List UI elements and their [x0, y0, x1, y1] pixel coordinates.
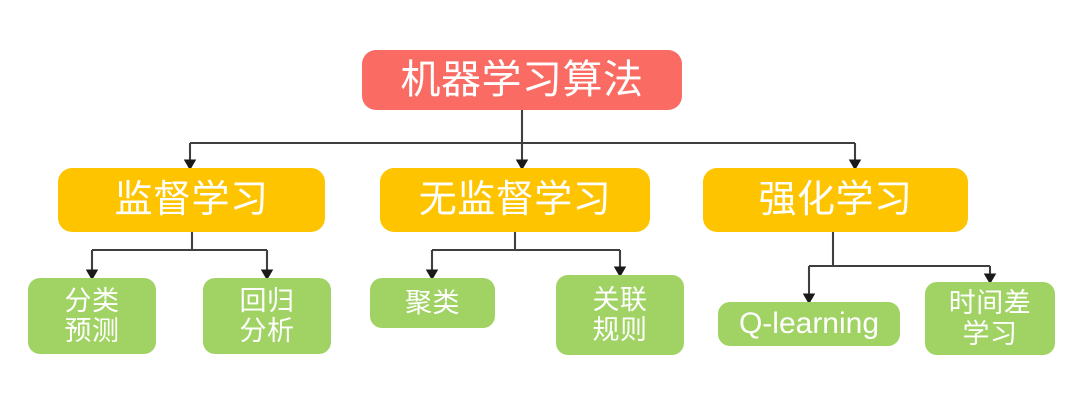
node-leaf-q-learning[interactable]: Q-learning: [718, 302, 900, 346]
node-branch-reinforcement-learning[interactable]: 强化学习: [703, 168, 968, 232]
node-leaf-clustering[interactable]: 聚类: [370, 278, 495, 328]
node-leaf-classification-prediction[interactable]: 分类 预测: [28, 278, 156, 354]
node-root-machine-learning-algorithms[interactable]: 机器学习算法: [362, 50, 682, 110]
node-branch-unsupervised-learning[interactable]: 无监督学习: [380, 168, 650, 232]
node-leaf-regression-analysis[interactable]: 回归 分析: [203, 278, 331, 354]
node-leaf-temporal-difference-learning[interactable]: 时间差 学习: [925, 282, 1055, 355]
node-leaf-association-rules[interactable]: 关联 规则: [556, 275, 684, 355]
node-branch-supervised-learning[interactable]: 监督学习: [58, 168, 325, 232]
